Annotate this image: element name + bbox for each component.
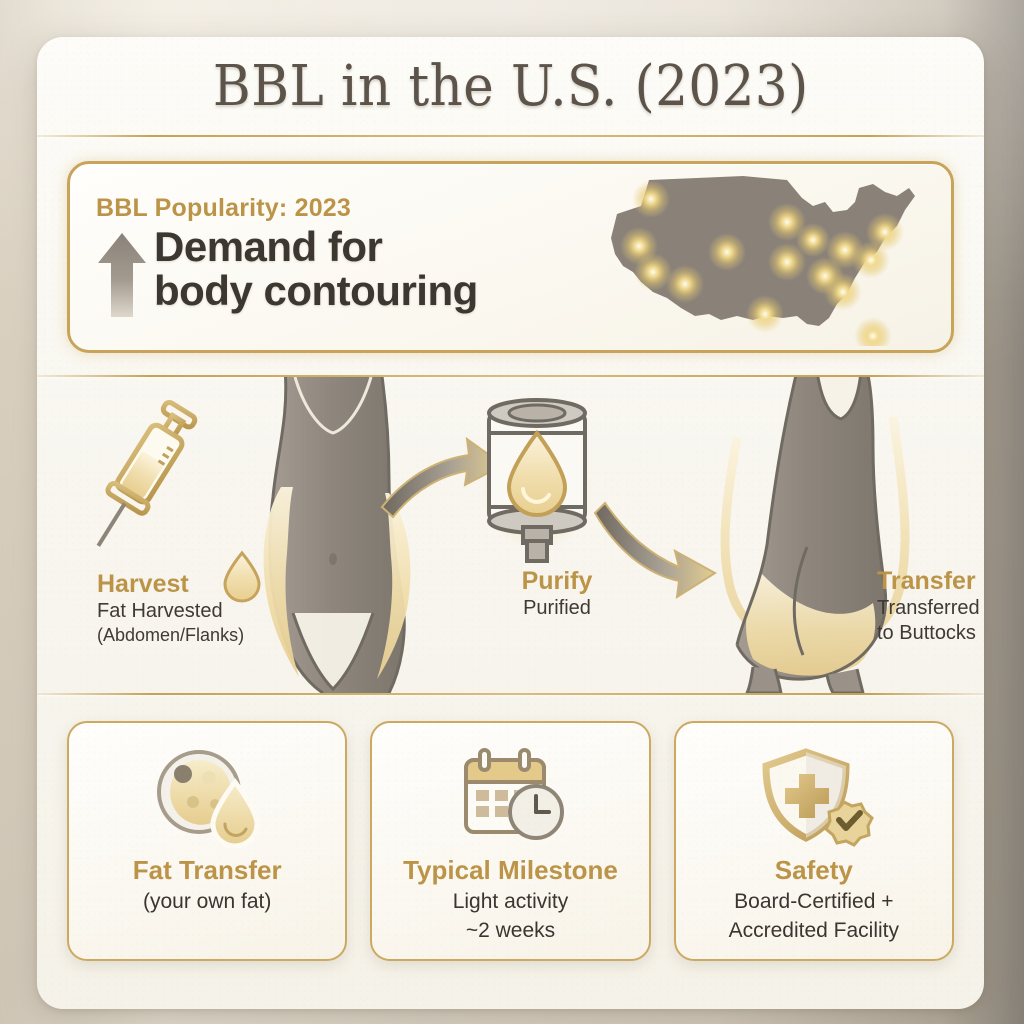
- hero-section: BBL Popularity: 2023: [37, 137, 984, 375]
- map-hotspots: [620, 180, 904, 350]
- hero-headline-line2: body contouring: [154, 267, 478, 315]
- card-typical-milestone-title: Typical Milestone: [403, 855, 618, 885]
- process-step-harvest-sub2: (Abdomen/Flanks): [97, 624, 245, 645]
- up-arrow-icon: [96, 229, 148, 321]
- shield-check-icon: [754, 743, 874, 849]
- card-typical-milestone-sub2: ~2 weeks: [465, 918, 556, 942]
- centrifuge-canister-icon: [481, 398, 593, 563]
- card-safety-sub2: Accredited Facility: [728, 918, 900, 942]
- process-step-transfer-title: Transfer: [877, 567, 976, 595]
- card-typical-milestone[interactable]: Typical Milestone Light activity ~2 week…: [370, 721, 651, 961]
- process-step-transfer-sub1: Transferred: [877, 596, 980, 619]
- hero-kicker: BBL Popularity: 2023: [96, 193, 352, 222]
- process-step-purify-title: Purify: [521, 567, 593, 595]
- hero-divider: [37, 375, 984, 377]
- hero-text-block: BBL Popularity: 2023: [70, 178, 616, 337]
- header-divider: [37, 135, 984, 137]
- card-safety[interactable]: Safety Board-Certified + Accredited Faci…: [673, 721, 954, 961]
- process-step-harvest: Harvest Fat Harvested (Abdomen/Flanks): [97, 570, 337, 646]
- card-fat-transfer[interactable]: Fat Transfer (your own fat): [67, 721, 348, 961]
- card-fat-transfer-sub1: (your own fat): [142, 890, 272, 913]
- female-torso-front-figure: [263, 377, 411, 693]
- syringe-icon: [96, 399, 198, 547]
- hero-headline-line1: Demand for: [154, 222, 383, 270]
- female-buttocks-profile-figure: [720, 377, 910, 693]
- poster-header: BBL in the U.S. (2023): [37, 37, 984, 135]
- us-map-icon: [597, 166, 947, 350]
- process-illustration: [96, 377, 910, 693]
- process-step-transfer-sub2: to Buttocks: [877, 621, 976, 644]
- process-divider: [37, 693, 984, 695]
- popularity-banner: BBL Popularity: 2023: [67, 161, 954, 353]
- process-step-harvest-sub1: Fat Harvested: [97, 599, 223, 622]
- infographic-poster: BBL in the U.S. (2023) BBL Popularity: 2…: [37, 37, 984, 1009]
- process-step-purify-sub1: Purified: [523, 596, 591, 619]
- process-step-transfer: Transfer Transferred to Buttocks: [877, 567, 984, 646]
- hero-headline: Demand for body contouring: [154, 222, 478, 315]
- process-section: Harvest Fat Harvested (Abdomen/Flanks) P…: [37, 377, 984, 693]
- card-typical-milestone-sub1: Light activity: [452, 890, 569, 913]
- arrow-curved-icon-2: [593, 501, 717, 599]
- feature-cards: Fat Transfer (your own fat): [37, 695, 984, 961]
- process-step-purify: Purify Purified: [472, 567, 642, 621]
- card-fat-transfer-title: Fat Transfer: [132, 855, 282, 885]
- fat-cell-droplet-icon: [147, 743, 267, 849]
- card-safety-sub1: Board-Certified +: [734, 890, 894, 913]
- calendar-clock-icon: [450, 743, 570, 849]
- page-title: BBL in the U.S. (2023): [212, 53, 809, 119]
- process-step-harvest-title: Harvest: [97, 570, 189, 598]
- card-safety-title: Safety: [774, 855, 853, 885]
- fat-droplet-icon: [223, 550, 261, 603]
